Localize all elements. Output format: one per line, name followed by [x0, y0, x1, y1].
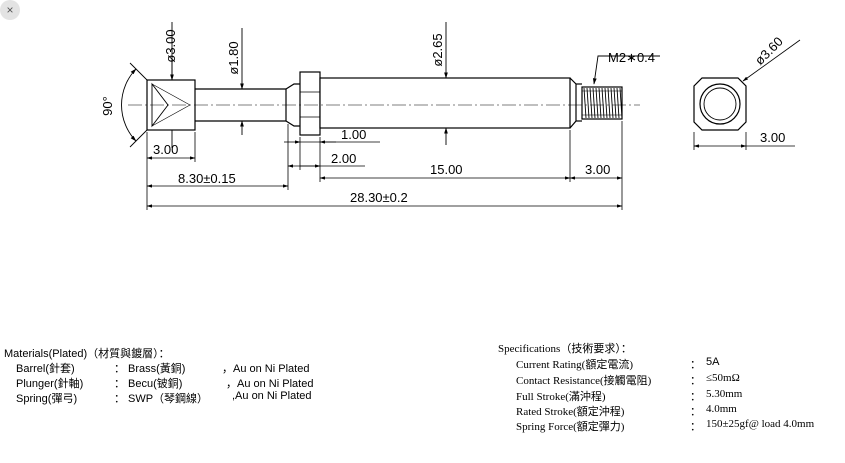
close-icon[interactable]: × — [6, 3, 14, 17]
spec-sep: ： — [690, 391, 701, 403]
hex-end-view — [693, 39, 801, 150]
crimp-ring — [299, 71, 321, 136]
thread-line — [610, 87, 614, 119]
spec-value: 5.30mm — [706, 388, 743, 400]
linear-dims — [146, 121, 623, 210]
thread-line — [589, 87, 593, 119]
dim-3-00-left: 3.00 — [153, 142, 178, 157]
pin-outline — [146, 71, 623, 136]
thread-line — [598, 87, 602, 119]
spec-label: Spring Force(額定彈力) — [516, 421, 625, 433]
spec-label: Full Stroke(滿沖程) — [516, 391, 606, 403]
dim-8-30: 8.30±0.15 — [178, 171, 236, 186]
dim-dia-body: ø2.65 — [430, 33, 445, 66]
spec-value: 5A — [706, 356, 720, 368]
barrel-body — [319, 77, 571, 129]
materials-material: Becu(铍銅) — [128, 378, 183, 390]
materials-part: Plunger(針軸) — [16, 378, 84, 390]
diameter-dims — [170, 22, 660, 148]
thread-line — [616, 87, 620, 119]
thread-line — [583, 87, 587, 119]
materials-part: Spring(彈弓) — [16, 393, 78, 405]
spec-sep: ： — [690, 406, 701, 418]
thread-line — [601, 87, 605, 119]
dim-dia-neck: ø1.80 — [226, 41, 241, 74]
materials-sep: ： — [114, 363, 125, 375]
spec-sep: ： — [690, 421, 701, 433]
thread-line — [586, 87, 590, 119]
spec-value: 150±25gf@ load 4.0mm — [706, 418, 815, 430]
materials-part: Barrel(針套) — [16, 363, 75, 375]
dim-1-00: 1.00 — [341, 127, 366, 142]
close-button[interactable]: × — [0, 0, 20, 20]
thread-line — [607, 87, 611, 119]
dim-15-00: 15.00 — [430, 162, 463, 177]
spec-label: Rated Stroke(額定沖程) — [516, 406, 625, 418]
spec-value: 4.0mm — [706, 403, 737, 415]
materials-sep: ： — [114, 378, 125, 390]
dim-3-00-right: 3.00 — [585, 162, 610, 177]
dimension-labels: 90° ø3.00 ø1.80 ø2.65 M2∗0.4 ø3.60 1.00 … — [100, 29, 786, 205]
thread-line — [592, 87, 596, 119]
dim-hex-3-00: 3.00 — [760, 130, 785, 145]
dim-28-30: 28.30±0.2 — [350, 190, 408, 205]
dim-dia-head: ø3.00 — [163, 29, 178, 62]
angle-dim — [121, 62, 148, 148]
dim-angle: 90° — [100, 96, 115, 116]
materials-plating: ,Au on Ni Plated — [232, 390, 312, 402]
materials-plating: ，Au on Ni Plated — [226, 378, 314, 390]
materials-material: Brass(黃銅) — [128, 363, 186, 375]
thread-hatching — [583, 87, 623, 119]
thread-line — [613, 87, 617, 119]
materials-sep: ： — [114, 393, 125, 405]
materials-plating: ，Au on Ni Plated — [222, 363, 310, 375]
specifications-title: Specifications（技術要求）： — [498, 343, 632, 355]
spec-sep: ： — [690, 375, 701, 387]
thread-line — [619, 87, 623, 119]
dim-thread: M2∗0.4 — [608, 50, 655, 65]
spec-value: ≤50mΩ — [706, 372, 740, 384]
spec-label: Contact Resistance(接觸電阻) — [516, 375, 652, 387]
dim-2-00: 2.00 — [331, 151, 356, 166]
spec-sep: ： — [690, 359, 701, 371]
spec-label: Current Rating(額定電流) — [516, 359, 634, 371]
materials-title: Materials(Plated)（材質與鍍層）： — [4, 348, 170, 360]
materials-material: SWP（琴鋼線） — [128, 393, 209, 405]
thread-line — [604, 87, 608, 119]
thread-line — [595, 87, 599, 119]
